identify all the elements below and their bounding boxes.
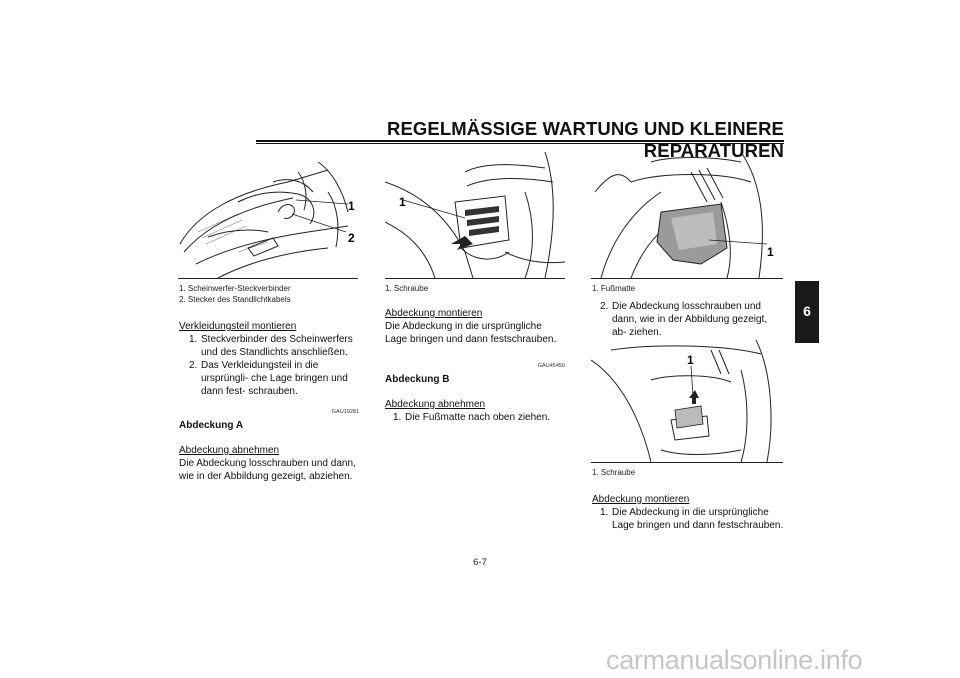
step-item: 2.Das Verkleidungsteil in die ursprüngli…: [179, 359, 359, 398]
illustration-footmat: 1: [591, 152, 783, 279]
callout-1: 1: [687, 353, 694, 367]
step-item: 2.Die Abdeckung losschrauben und dann, w…: [592, 300, 784, 339]
step-text: Die Abdeckung losschrauben und dann, wie…: [612, 301, 768, 338]
section-heading-abdeckung-b: Abdeckung B: [385, 374, 450, 385]
step-item: 1.Steckverbinder des Scheinwerfers und d…: [179, 333, 359, 359]
paragraph: Die Abdeckung in die ursprüngliche Lage …: [385, 321, 557, 345]
step-text: Steckverbinder des Scheinwerfers und des…: [201, 334, 353, 358]
step-text: Die Abdeckung in die ursprüngliche Lage …: [612, 507, 784, 531]
step-number: 2.: [189, 360, 198, 371]
callout-2: 2: [348, 231, 355, 245]
reference-code: GAU19281: [331, 409, 359, 415]
column-2-text: Abdeckung montieren Die Abdeckung in die…: [385, 307, 565, 424]
subheading-abdeckung-abnehmen: Abdeckung abnehmen: [179, 445, 280, 456]
paragraph: Die Abdeckung losschrauben und dann, wie…: [179, 458, 356, 482]
illustration-headlight-connectors: 1 2: [178, 152, 358, 279]
callout-1: 1: [767, 245, 774, 259]
section-heading-abdeckung-a: Abdeckung A: [179, 420, 244, 431]
step-number: 1.: [393, 412, 402, 423]
page-number: 6-7: [473, 557, 487, 568]
step-number: 1.: [189, 334, 198, 345]
chapter-tab-label: 6: [803, 303, 811, 319]
chapter-tab: 6: [795, 281, 819, 343]
column-1-text: Verkleidungsteil montieren 1.Steckverbin…: [179, 320, 359, 483]
caption-item: 1. Scheinwerfer-Steckverbinder: [179, 284, 291, 293]
illustration-cover-b-screw: 1: [591, 340, 783, 463]
subheading-abdeckung-abnehmen: Abdeckung abnehmen: [385, 399, 486, 410]
title-rule-thin: [256, 143, 784, 144]
callout-1: 1: [399, 195, 406, 209]
callout-1: 1: [348, 199, 355, 213]
figure-caption: 1. Fußmatte: [592, 284, 636, 293]
step-number: 1.: [600, 507, 609, 518]
watermark: carmanualsonline.info: [606, 645, 863, 675]
step-item: 2.Die Abdeckung losschrauben und dann, w…: [592, 300, 784, 339]
figure-caption: 1. Schraube: [592, 468, 636, 477]
title-rule: [256, 140, 784, 142]
step-item: 1.Die Abdeckung in die ursprüngliche Lag…: [592, 506, 788, 532]
subheading-verkleidungsteil-montieren: Verkleidungsteil montieren: [179, 321, 297, 332]
step-text: Das Verkleidungsteil in die ursprüngli- …: [201, 360, 348, 397]
caption-item: 2. Stecker des Standlichtkabels: [179, 295, 291, 304]
page-title: REGELMÄSSIGE WARTUNG UND KLEINERE REPARA…: [387, 118, 784, 161]
reference-code: GAU45450: [537, 363, 565, 369]
step-text: Die Fußmatte nach oben ziehen.: [405, 412, 551, 423]
subheading-abdeckung-montieren: Abdeckung montieren: [592, 494, 690, 505]
column-3-text: Abdeckung montieren 1.Die Abdeckung in d…: [592, 493, 788, 532]
illustration-cover-a-screw: 1: [385, 152, 565, 279]
figure-caption-list: 1. Scheinwerfer-Steckverbinder 2. Stecke…: [179, 283, 359, 305]
step-item: 1.Die Fußmatte nach oben ziehen.: [385, 411, 565, 424]
figure-caption: 1. Schraube: [385, 284, 429, 293]
step-number: 2.: [600, 301, 609, 312]
subheading-abdeckung-montieren: Abdeckung montieren: [385, 308, 483, 319]
